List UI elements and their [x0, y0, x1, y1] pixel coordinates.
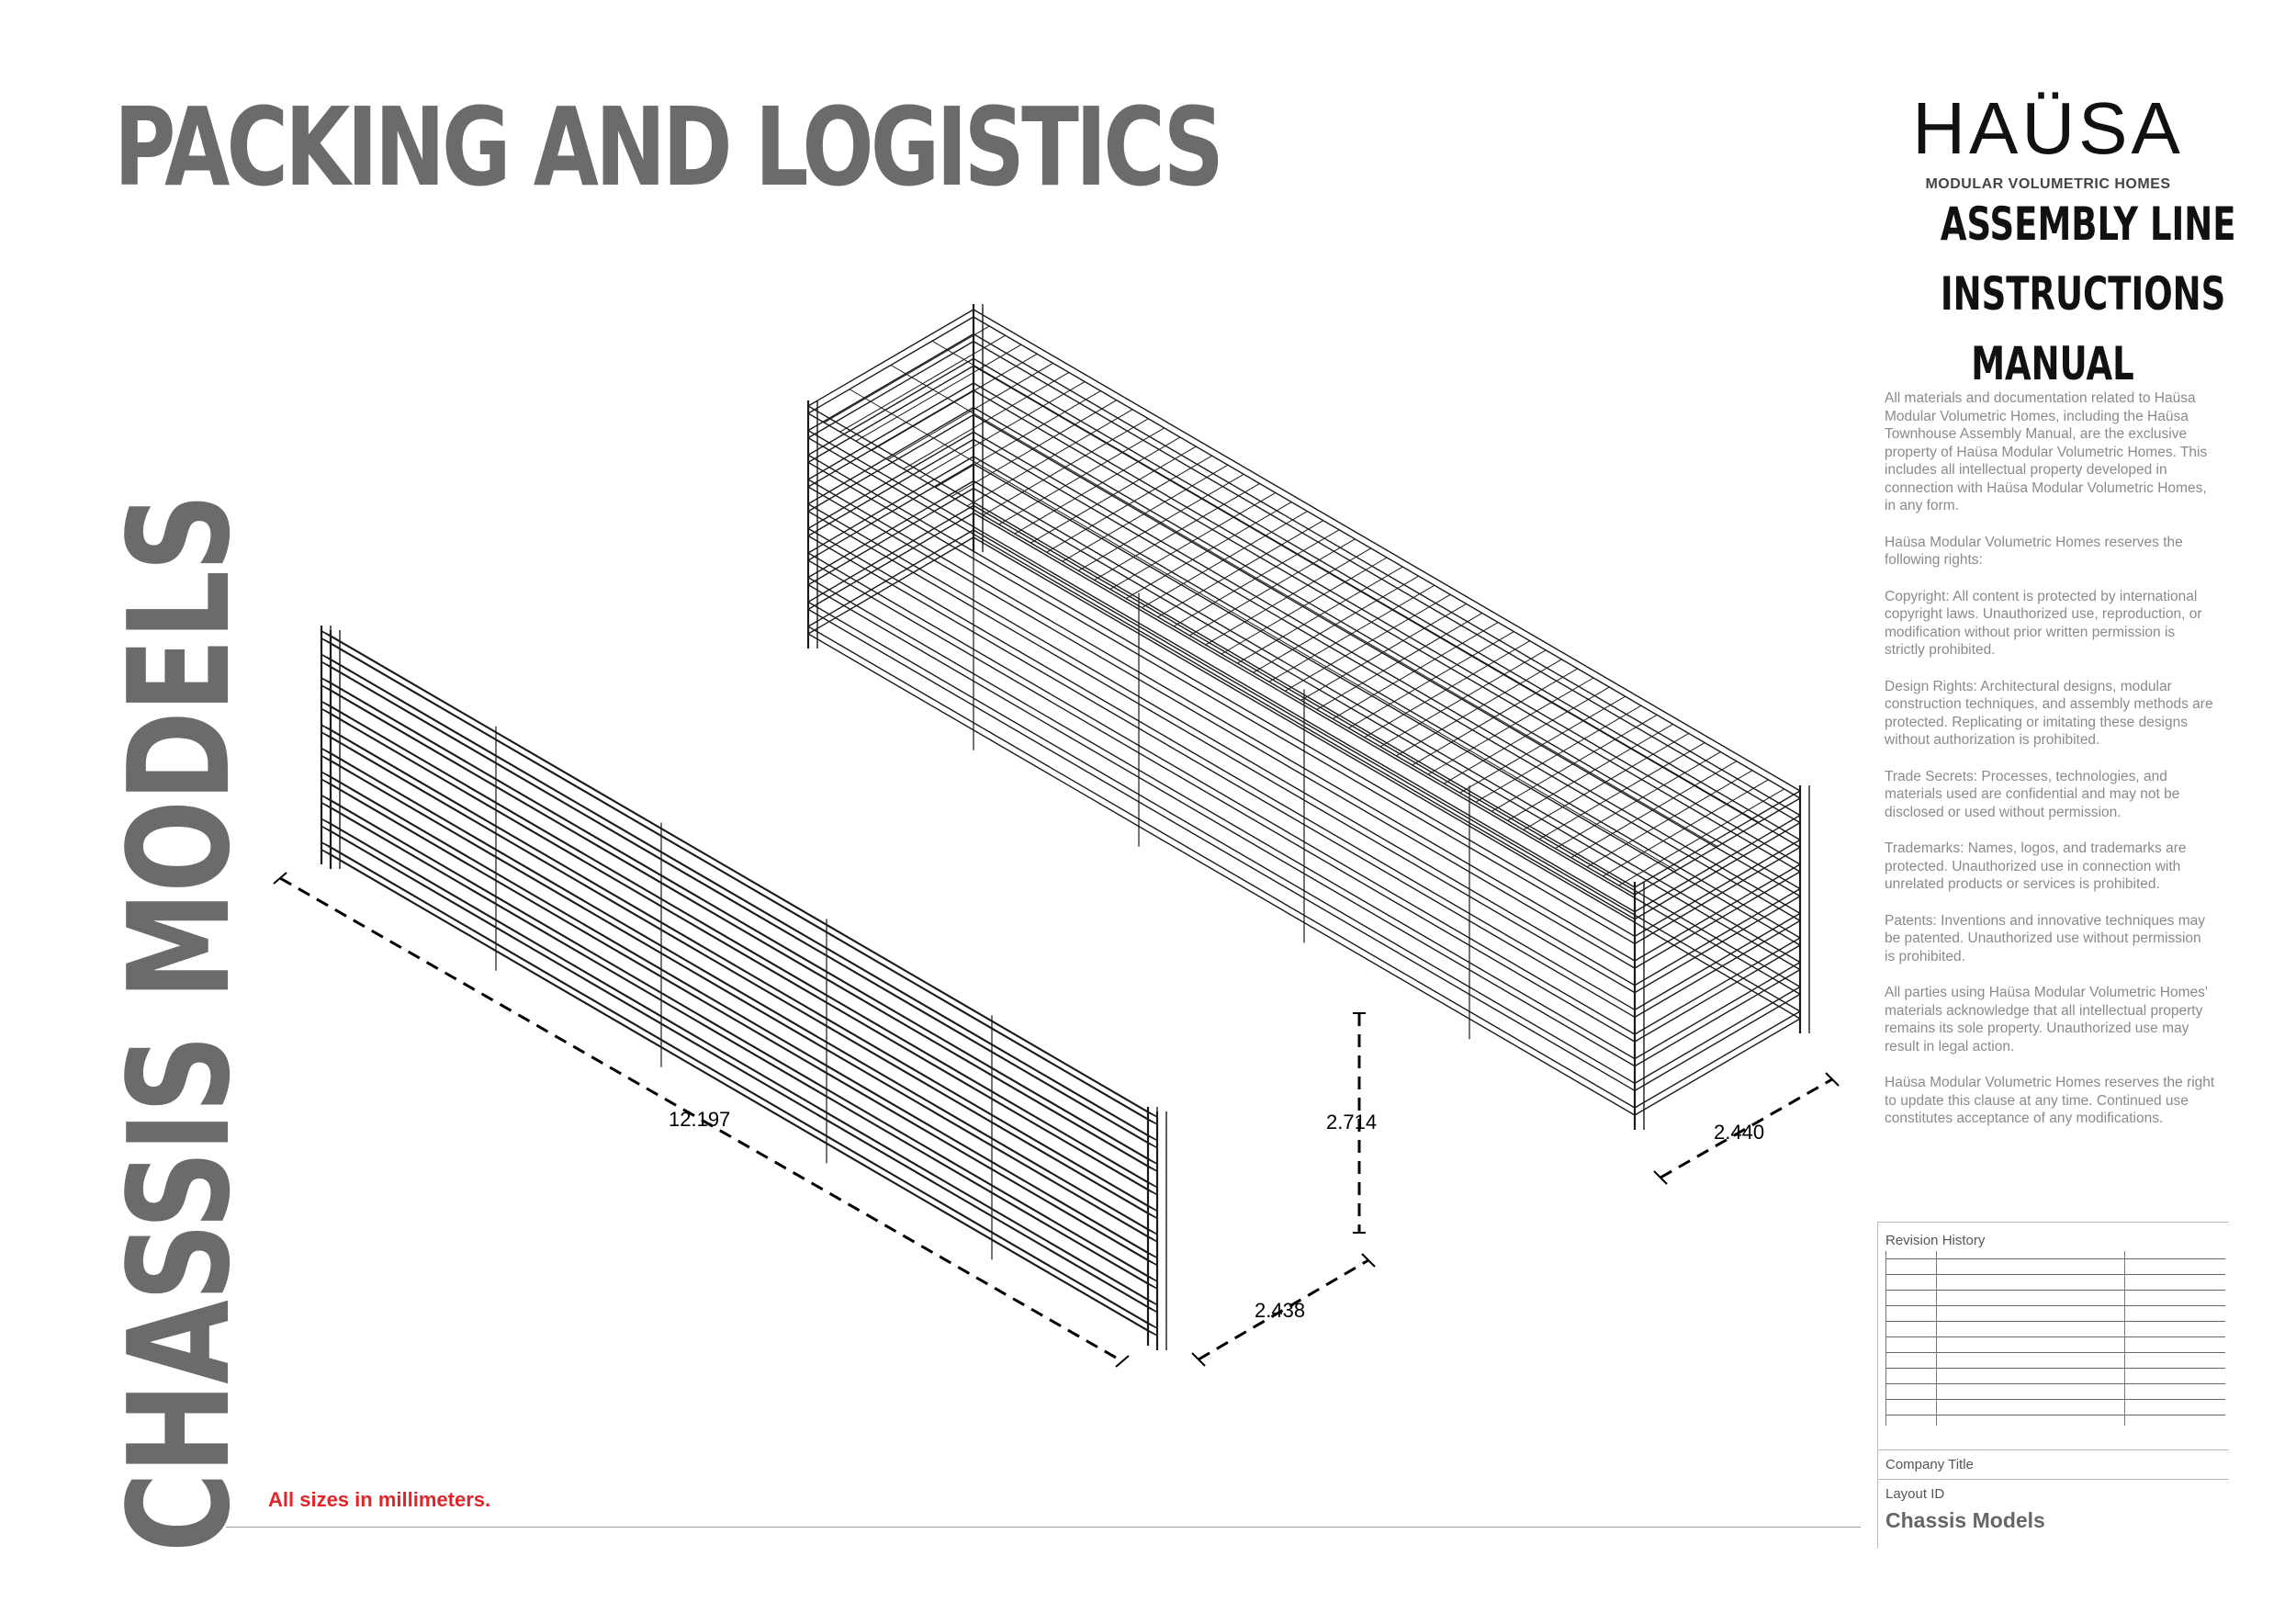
- legal-paragraph: Trade Secrets: Processes, technologies, …: [1885, 768, 2180, 820]
- revision-column-line: [2124, 1251, 2125, 1426]
- dimension-label-height: 2.714: [1326, 1111, 1377, 1133]
- revision-history-label: Revision History: [1885, 1233, 1986, 1248]
- title-block: Revision History Company Title Layout ID…: [1877, 1222, 2229, 1549]
- legal-paragraph: All materials and documentation related …: [1885, 390, 2208, 513]
- page-title: PACKING AND LOGISTICS: [114, 84, 1224, 210]
- units-note: All sizes in millimeters.: [268, 1488, 491, 1511]
- manual-title: ASSEMBLY LINE INSTRUCTIONS MANUAL: [1940, 189, 2236, 399]
- layout-id-label: Layout ID: [1885, 1486, 1945, 1502]
- dimension-lines: [279, 876, 1833, 1363]
- logo-tagline: MODULAR VOLUMETRIC HOMES: [1925, 176, 2171, 192]
- company-title-label: Company Title: [1885, 1457, 1974, 1472]
- revision-row-line: [1885, 1258, 2225, 1259]
- legal-paragraph: All parties using Haüsa Modular Volumetr…: [1885, 985, 2208, 1054]
- manual-line: MANUAL: [1971, 337, 2134, 390]
- revision-row-line: [1885, 1290, 2225, 1291]
- legal-paragraph: Patents: Inventions and innovative techn…: [1885, 912, 2205, 964]
- legal-paragraph: Haüsa Modular Volumetric Homes reserves …: [1885, 534, 2183, 569]
- dimension-label-width-right: 2.440: [1714, 1121, 1764, 1144]
- revision-row-line: [1885, 1383, 2225, 1384]
- revision-column-line: [1936, 1251, 1937, 1426]
- revision-row-line: [1885, 1274, 2225, 1275]
- revision-row-line: [1885, 1321, 2225, 1322]
- dimension-line-length: [279, 876, 1123, 1363]
- separator: [1878, 1449, 2229, 1450]
- chassis-model-long: [806, 304, 1810, 1130]
- layout-name: Chassis Models: [1885, 1508, 2045, 1532]
- revision-row-line: [1885, 1352, 2225, 1353]
- revision-row-line: [1885, 1399, 2225, 1400]
- title-block-top-border: [1878, 1222, 2229, 1223]
- bottom-rule: [226, 1527, 1861, 1528]
- legal-paragraph: Haüsa Modular Volumetric Homes reserves …: [1885, 1075, 2215, 1126]
- revision-column-line: [1885, 1251, 1886, 1426]
- legal-notice: All materials and documentation related …: [1885, 389, 2215, 1146]
- revision-row-line: [1885, 1368, 2225, 1369]
- separator: [1878, 1479, 2229, 1480]
- logo-wordmark: HAÜSA: [1912, 87, 2184, 169]
- brand-logo: HAÜSA MODULAR VOLUMETRIC HOMES: [1896, 92, 2200, 193]
- manual-line: INSTRUCTIONS: [1940, 267, 2226, 321]
- legal-paragraph: Copyright: All content is protected by i…: [1885, 588, 2202, 659]
- dimension-line-width-right: [1660, 1077, 1833, 1179]
- dimension-label-length: 12.197: [669, 1108, 730, 1131]
- revision-row-line: [1885, 1305, 2225, 1306]
- dimension-ticks: [273, 872, 1840, 1368]
- revision-row-line: [1885, 1336, 2225, 1337]
- legal-paragraph: Trademarks: Names, logos, and trademarks…: [1885, 840, 2187, 892]
- dimension-label-width: 2.438: [1255, 1299, 1305, 1322]
- chassis-model-short: [320, 626, 1167, 1350]
- manual-line: ASSEMBLY LINE: [1940, 197, 2236, 251]
- legal-paragraph: Design Rights: Architectural designs, mo…: [1885, 678, 2213, 749]
- dimension-line-width: [1198, 1258, 1369, 1361]
